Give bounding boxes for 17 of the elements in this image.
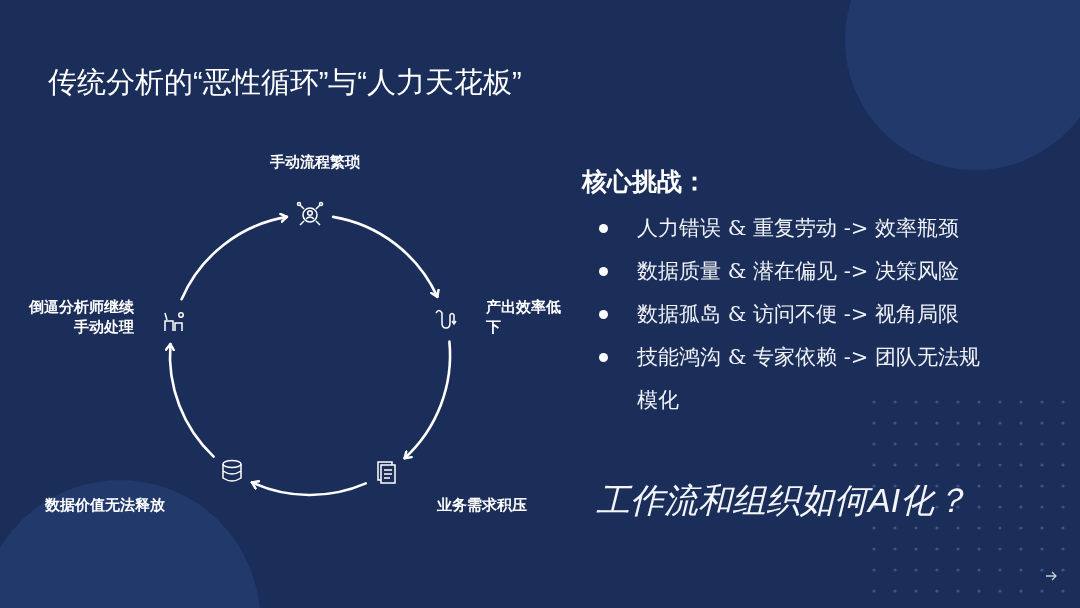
section-heading: 核心挑战： xyxy=(582,166,707,198)
question-text: 工作流和组织如何AI化？ xyxy=(596,480,969,521)
arrow xyxy=(180,213,289,301)
bullet-item: 数据孤岛 & 访问不便 -> 视角局限 xyxy=(596,293,1001,336)
bullet-item: 人力错误 & 重复劳动 -> 效率瓶颈 xyxy=(596,207,1001,250)
arrow xyxy=(165,342,215,458)
bullet-item: 技能鸿沟 & 专家依赖 -> 团队无法规模化 xyxy=(596,336,1001,422)
step-label: 业务需求积压 xyxy=(437,495,528,515)
slide-title: 传统分析的“恶性循环”与“人力天花板” xyxy=(48,65,522,100)
step-label: 倒逼分析师继续手动处理 xyxy=(27,297,134,337)
arrow xyxy=(331,215,440,299)
bullet-item: 数据质量 & 潜在偏见 -> 决策风险 xyxy=(596,250,1001,293)
arrow xyxy=(250,479,368,497)
step-label: 手动流程繁琐 xyxy=(269,152,361,172)
step-label: 产出效率低下 xyxy=(486,297,562,337)
arrow xyxy=(403,340,452,460)
step-label: 数据价值无法释放 xyxy=(45,495,166,515)
